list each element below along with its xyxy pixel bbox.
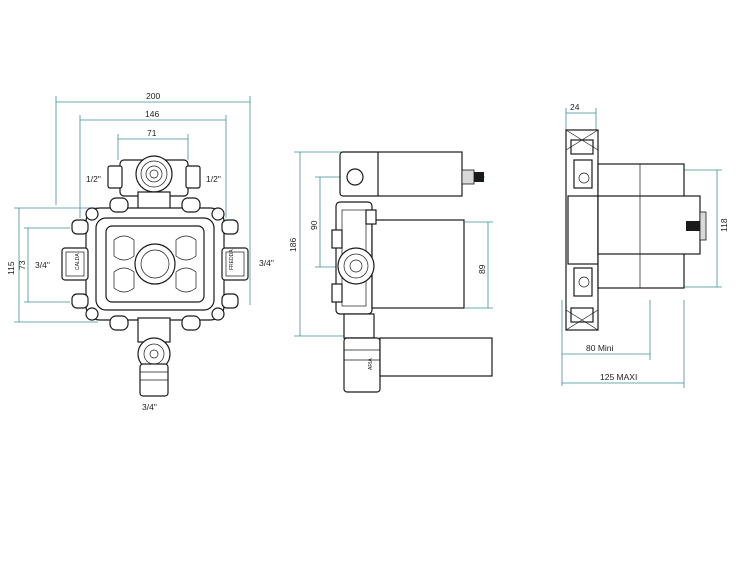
- side-bottom: ARIA: [343, 313, 493, 393]
- dim-height-top: 90: [309, 220, 319, 230]
- bottom-outlet: [137, 317, 171, 397]
- label-top-left-thread: 1/2": [86, 174, 101, 184]
- label-bottom-thread: 3/4": [142, 402, 157, 412]
- dim-width-top: 71: [147, 128, 157, 138]
- dim-min-depth: 80 Mini: [586, 343, 614, 353]
- dim-height-right: 89: [477, 264, 487, 274]
- dim-width-inner: 146: [145, 109, 159, 119]
- right-dimensions: 24 118 80 Mini 125 MAXI: [561, 102, 729, 388]
- svg-text:ARIA: ARIA: [368, 358, 374, 370]
- side-view: 186 90 89: [288, 151, 493, 393]
- front-view: 200 146 71 115 73 1/2" 1/2" 3/4" 3/4" 3/…: [6, 91, 274, 412]
- left-port: CALDA: [61, 247, 89, 281]
- front-body: [71, 197, 239, 331]
- label-left-thread: 3/4": [35, 260, 50, 270]
- dim-width-overall: 200: [146, 91, 160, 101]
- right-body: [597, 163, 707, 289]
- dim-height-left-outer: 115: [6, 261, 16, 275]
- label-top-right-thread: 1/2": [206, 174, 221, 184]
- right-frame: [565, 129, 599, 331]
- dim-height-overall: 186: [288, 238, 298, 252]
- dim-height-right-view: 118: [719, 218, 729, 232]
- right-port: FREDDA: [221, 247, 249, 281]
- svg-text:CALDA: CALDA: [75, 253, 81, 270]
- svg-text:FREDDA: FREDDA: [229, 249, 235, 270]
- right-view: 24 118 80 Mini 125 MAXI: [561, 102, 729, 388]
- side-body: [331, 201, 465, 315]
- dim-height-left-inner: 73: [17, 260, 27, 270]
- label-right-thread: 3/4": [259, 258, 274, 268]
- side-top-housing: [339, 151, 484, 197]
- dim-top-width: 24: [570, 102, 580, 112]
- dim-max-depth: 125 MAXI: [600, 372, 637, 382]
- front-dimensions: 200 146 71 115 73: [6, 91, 251, 323]
